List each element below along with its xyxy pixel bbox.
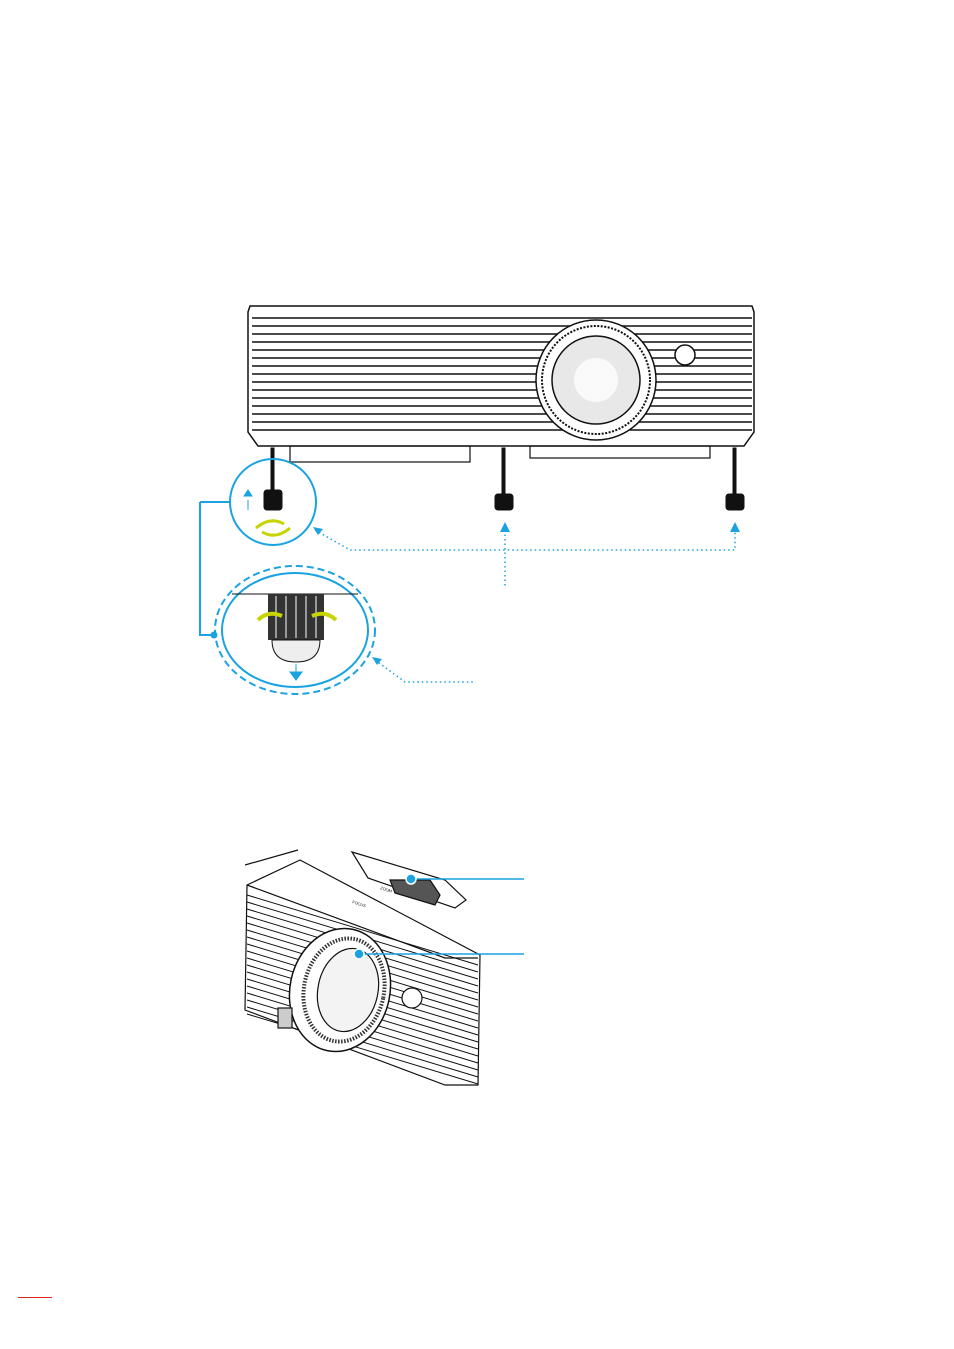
arrow-down-icon — [289, 664, 303, 681]
rotate-arrows-icon — [255, 519, 291, 537]
footer-rule — [18, 1297, 52, 1298]
callout-connector — [199, 501, 230, 636]
projector-front-illustration — [247, 305, 755, 463]
dotted-leaders — [314, 529, 736, 683]
foot-callout-small — [229, 458, 317, 546]
foot-callout-large — [214, 565, 376, 695]
arrow-up-icon — [243, 489, 253, 510]
zoom-focus-callouts — [353, 873, 524, 960]
zoom-lever — [389, 879, 441, 906]
projector-angled-illustration: ZOOM FOCUS — [244, 849, 481, 1086]
zoom-label: ZOOM — [380, 885, 393, 893]
rotate-arrows-icon — [256, 611, 338, 622]
lens-icon — [535, 319, 657, 441]
focus-label: FOCUS — [352, 899, 367, 908]
ir-sensor-icon — [674, 344, 696, 366]
adjustment-feet — [263, 447, 745, 511]
